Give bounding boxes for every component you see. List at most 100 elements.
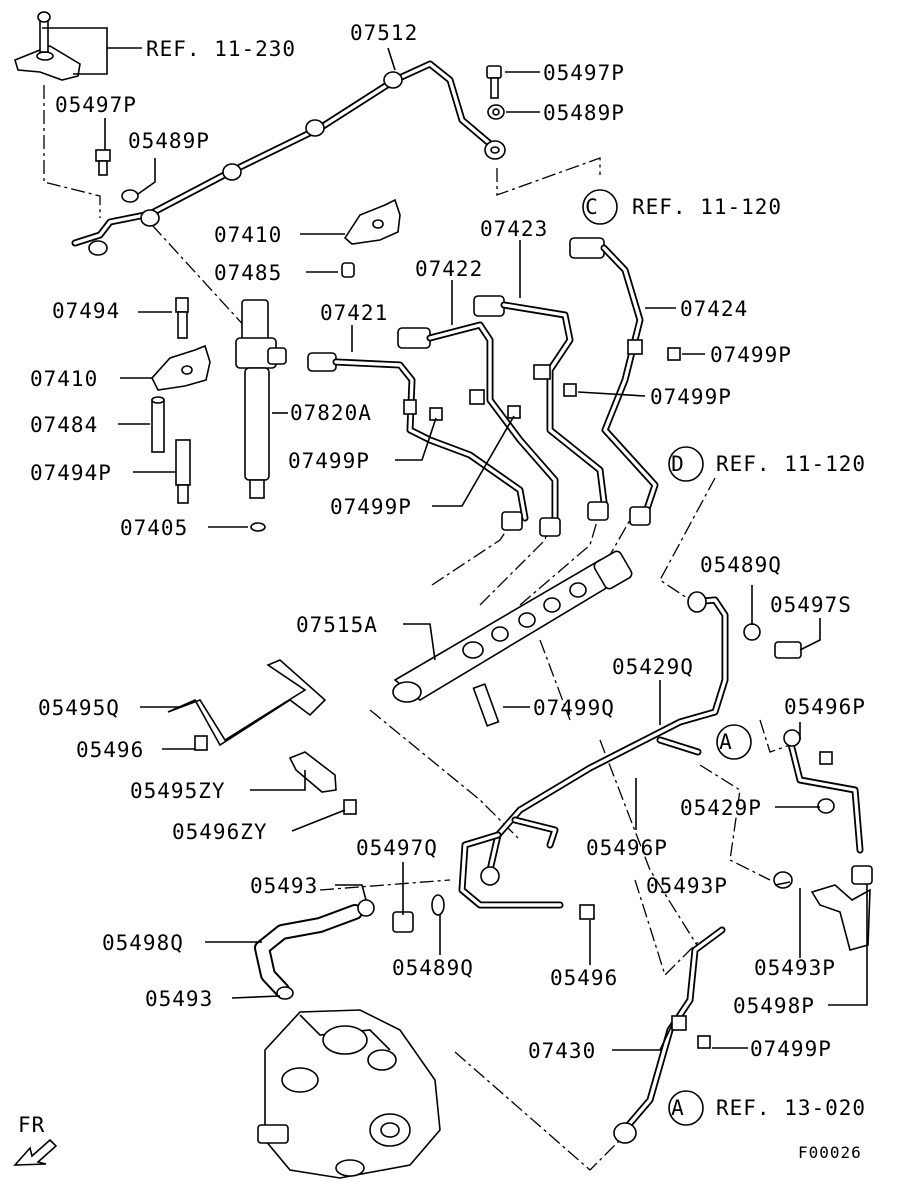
- label-05496ZY: 05496ZY: [172, 820, 268, 844]
- label-05497Q: 05497Q: [356, 836, 438, 860]
- bolt-07499Q: [472, 683, 500, 727]
- label-05496-bottom: 05496: [550, 966, 618, 990]
- label-07422: 07422: [415, 257, 483, 281]
- label-fr: FR: [18, 1113, 45, 1137]
- label-ref-c-letter: C: [585, 195, 599, 219]
- leak-off-pipe-05429Q: [458, 591, 729, 909]
- label-07485: 07485: [214, 261, 282, 285]
- label-marker-a: A: [719, 730, 733, 754]
- diagram-code: F00026: [798, 1143, 862, 1162]
- label-07499P-d: 07499P: [330, 495, 412, 519]
- label-05497P-top: 05497P: [543, 61, 625, 85]
- label-07423: 07423: [480, 217, 548, 241]
- pipe-nuts: [501, 501, 651, 537]
- washer-05489Q-bottom: [431, 894, 445, 916]
- label-05493-top: 05493: [250, 874, 318, 898]
- injection-pipe-07422: [397, 321, 559, 529]
- label-07421: 07421: [320, 301, 388, 325]
- label-07499P-e: 07499P: [750, 1037, 832, 1061]
- washer-05489P-top: [487, 104, 505, 120]
- washer-07405: [250, 522, 266, 532]
- label-05497P-left: 05497P: [55, 93, 137, 117]
- label-07515A: 07515A: [296, 613, 378, 637]
- bracket-05495ZY: [288, 751, 337, 793]
- label-05497S: 05497S: [770, 593, 852, 617]
- label-05493-bottom: 05493: [145, 987, 213, 1011]
- label-ref-d-text: REF. 11-120: [716, 452, 866, 476]
- bolt-07494: [175, 297, 189, 339]
- label-05496P-right: 05496P: [784, 695, 866, 719]
- stud-07484: [151, 396, 165, 453]
- label-05498Q: 05498Q: [102, 931, 184, 955]
- label-07499P-b: 07499P: [650, 385, 732, 409]
- label-07410-left: 07410: [30, 367, 98, 391]
- label-07820A: 07820A: [290, 401, 372, 425]
- bolt-05497P-top: [486, 65, 502, 99]
- bolt-05497S: [774, 641, 802, 659]
- label-05496P-mid: 05496P: [586, 836, 668, 860]
- hose-05498Q: [254, 904, 363, 998]
- labels: REF. 11-230 07512 05497P 05489P 05497P 0…: [18, 21, 866, 1162]
- washer-05489P-left: [121, 189, 139, 203]
- label-ref-11-230: REF. 11-230: [146, 37, 296, 61]
- label-07410-top: 07410: [214, 223, 282, 247]
- ref-circle-a-marker: [716, 724, 752, 760]
- label-05489Q-right: 05489Q: [700, 553, 782, 577]
- bracket-ref-11-230: [14, 11, 81, 81]
- label-07494: 07494: [52, 299, 120, 323]
- label-05496-left: 05496: [76, 738, 144, 762]
- bracket-05495Q: [167, 659, 327, 747]
- label-05495ZY: 05495ZY: [130, 779, 226, 803]
- label-07405: 07405: [120, 516, 188, 540]
- washer-05489Q-right: [743, 623, 761, 641]
- label-07499P-a: 07499P: [710, 343, 792, 367]
- label-ref-c-text: REF. 11-120: [632, 195, 782, 219]
- label-ref-a-text: REF. 13-020: [716, 1096, 866, 1120]
- ref-circle-c: [582, 189, 618, 225]
- common-rail-07515A: [392, 550, 633, 703]
- seal-07485: [341, 262, 355, 278]
- ref-circle-d: [668, 446, 704, 482]
- label-05498P: 05498P: [733, 994, 815, 1018]
- return-pipe-07512: [71, 60, 506, 256]
- clamp-05493-top: [357, 899, 375, 917]
- label-07494P: 07494P: [30, 461, 112, 485]
- label-05495Q: 05495Q: [38, 696, 120, 720]
- clamp-07410-top: [343, 198, 401, 245]
- ref-circle-a-13: [668, 1090, 704, 1126]
- label-07499Q: 07499Q: [533, 696, 615, 720]
- label-05489P-left: 05489P: [128, 129, 210, 153]
- supply-pump: [257, 1009, 441, 1179]
- bolt-05496-bottom: [579, 904, 595, 920]
- label-07424: 07424: [680, 297, 748, 321]
- leader-lines: [42, 27, 868, 1051]
- injector-07820A: [235, 299, 287, 499]
- clamp-07410-left: [151, 344, 211, 391]
- clamp-05493-bottom: [276, 986, 294, 1000]
- bolt-05496-left: [194, 735, 208, 751]
- injection-pipe-07421: [307, 352, 529, 522]
- label-07484: 07484: [30, 413, 98, 437]
- injection-pipe-07424: [569, 237, 659, 519]
- label-05493P-b: 05493P: [754, 956, 836, 980]
- label-07499P-c: 07499P: [288, 449, 370, 473]
- feed-pipe-07430: [613, 926, 726, 1144]
- label-05489P-top: 05489P: [543, 101, 625, 125]
- bolts-07499P: [429, 347, 681, 421]
- bolt-05497P-left: [95, 149, 111, 176]
- label-05489Q-bottom: 05489Q: [392, 956, 474, 980]
- label-ref-d-letter: D: [671, 452, 685, 476]
- label-ref-a-letter: A: [671, 1096, 685, 1120]
- hose-05498P: [773, 865, 873, 951]
- label-07512: 07512: [350, 21, 418, 45]
- pipe-05429P: [783, 729, 864, 854]
- injection-pipe-07423: [473, 295, 609, 514]
- label-05429Q: 05429Q: [612, 655, 694, 679]
- label-05429P: 05429P: [680, 796, 762, 820]
- stud-bolt-07494P: [175, 439, 191, 504]
- label-07430: 07430: [528, 1039, 596, 1063]
- label-05493P-a: 05493P: [646, 874, 728, 898]
- front-direction-arrow: [13, 1138, 58, 1166]
- bolt-05496ZY: [343, 799, 357, 815]
